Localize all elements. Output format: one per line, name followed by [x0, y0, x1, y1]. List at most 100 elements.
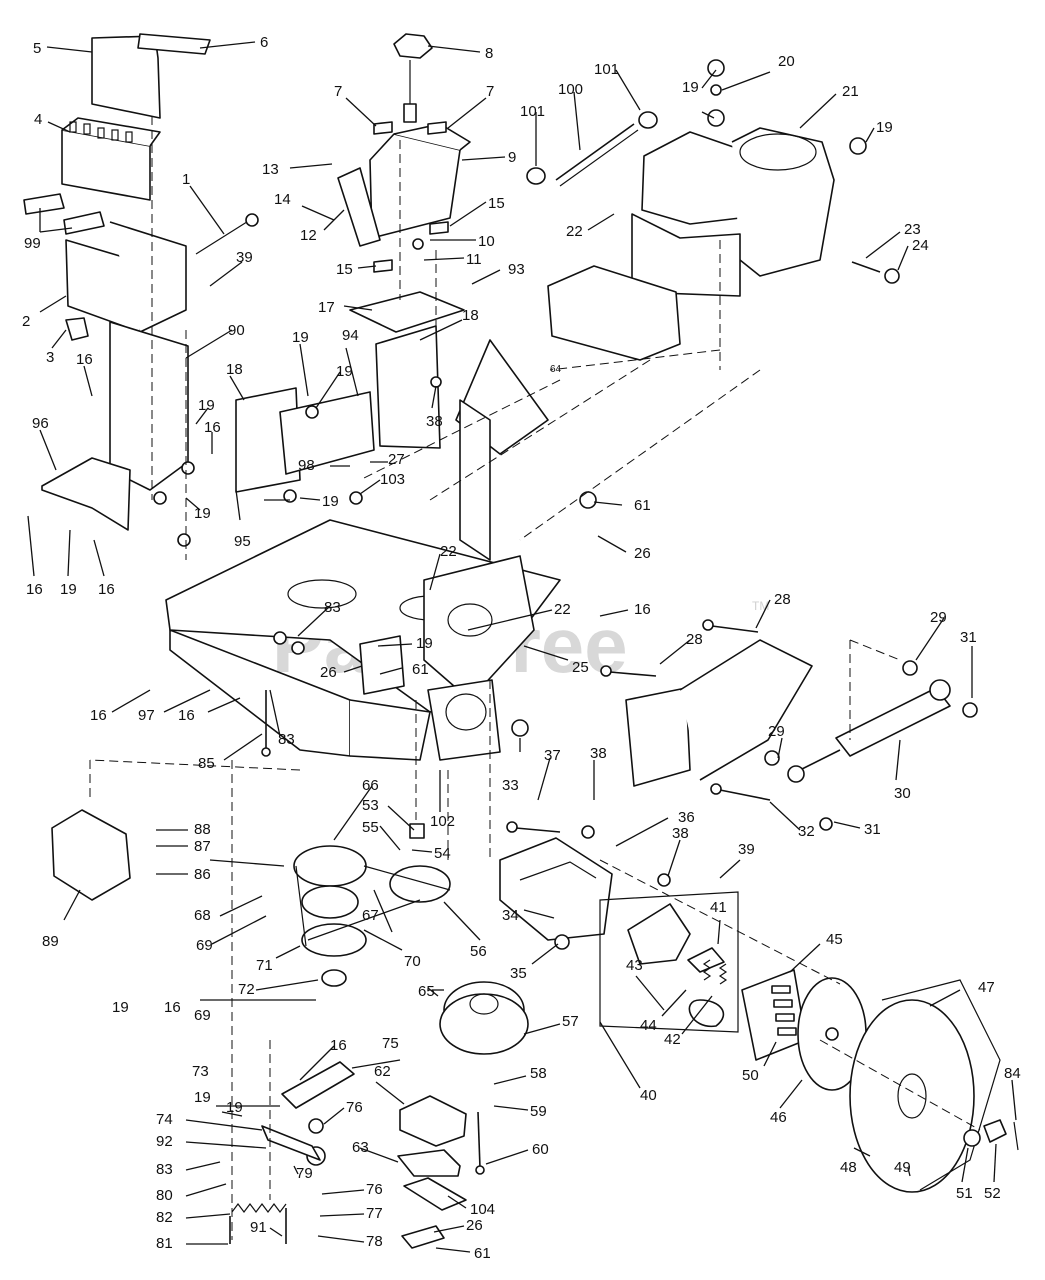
callout-99: 99 — [24, 235, 41, 252]
callout-35: 35 — [510, 965, 527, 982]
callout-63: 63 — [352, 1139, 369, 1156]
callout-16: 16 — [26, 581, 43, 598]
callout-32: 32 — [798, 823, 815, 840]
callout-3: 3 — [46, 349, 54, 366]
callout-65: 65 — [418, 983, 435, 1000]
callout-18: 18 — [226, 361, 243, 378]
callout-41: 41 — [710, 899, 727, 916]
callout-19: 19 — [336, 363, 353, 380]
callout-15: 15 — [488, 195, 505, 212]
callout-14: 14 — [274, 191, 291, 208]
callout-10: 10 — [478, 233, 495, 250]
callout-67: 67 — [362, 907, 379, 924]
callout-33: 33 — [502, 777, 519, 794]
callout-97: 97 — [138, 707, 155, 724]
callout-19: 19 — [60, 581, 77, 598]
callout-19: 19 — [198, 397, 215, 414]
callout-45: 45 — [826, 931, 843, 948]
callout-19: 19 — [876, 119, 893, 136]
callout-1: 1 — [182, 171, 190, 188]
callout-101: 101 — [520, 103, 545, 120]
callout-19: 19 — [194, 505, 211, 522]
callout-76: 76 — [366, 1181, 383, 1198]
callout-73: 73 — [192, 1063, 209, 1080]
callout-16: 16 — [76, 351, 93, 368]
callout-69: 69 — [196, 937, 213, 954]
callout-61: 61 — [634, 497, 651, 514]
callout-51: 51 — [956, 1185, 973, 1202]
callout-68: 68 — [194, 907, 211, 924]
callout-86: 86 — [194, 866, 211, 883]
callout-75: 75 — [382, 1035, 399, 1052]
callout-15: 15 — [336, 261, 353, 278]
callout-95: 95 — [234, 533, 251, 550]
part-drawings — [23, 33, 1019, 1249]
callout-83: 83 — [324, 599, 341, 616]
callout-16: 16 — [90, 707, 107, 724]
callout-16: 16 — [98, 581, 115, 598]
callout-12: 12 — [300, 227, 317, 244]
callout-19: 19 — [292, 329, 309, 346]
callout-53: 53 — [362, 797, 379, 814]
callout-91: 91 — [250, 1219, 267, 1236]
callout-19: 19 — [112, 999, 129, 1016]
callout-2: 2 — [22, 313, 30, 330]
callout-64: 64 — [550, 364, 562, 375]
callout-19: 19 — [194, 1089, 211, 1106]
callout-16: 16 — [330, 1037, 347, 1054]
callout-62: 62 — [374, 1063, 391, 1080]
callout-52: 52 — [984, 1185, 1001, 1202]
callout-19: 19 — [416, 635, 433, 652]
callout-55: 55 — [362, 819, 379, 836]
callout-9: 9 — [508, 149, 516, 166]
callout-7: 7 — [486, 83, 494, 100]
callout-36: 36 — [678, 809, 695, 826]
callout-19: 19 — [682, 79, 699, 96]
callout-58: 58 — [530, 1065, 547, 1082]
callout-16: 16 — [634, 601, 651, 618]
callout-47: 47 — [978, 979, 995, 996]
callout-8: 8 — [485, 45, 493, 62]
callout-98: 98 — [298, 457, 315, 474]
callout-27: 27 — [388, 451, 405, 468]
callout-46: 46 — [770, 1109, 787, 1126]
callout-83: 83 — [156, 1161, 173, 1178]
callout-13: 13 — [262, 161, 279, 178]
callout-96: 96 — [32, 415, 49, 432]
callout-71: 71 — [256, 957, 273, 974]
callout-78: 78 — [366, 1233, 383, 1250]
callout-66: 66 — [362, 777, 379, 794]
callout-87: 87 — [194, 838, 211, 855]
callout-42: 42 — [664, 1031, 681, 1048]
callout-29: 29 — [930, 609, 947, 626]
callout-16: 16 — [204, 419, 221, 436]
callout-89: 89 — [42, 933, 59, 950]
callout-88: 88 — [194, 821, 211, 838]
callout-82: 82 — [156, 1209, 173, 1226]
callout-38: 38 — [672, 825, 689, 842]
callout-79: 79 — [296, 1165, 313, 1182]
callout-40: 40 — [640, 1087, 657, 1104]
callout-93: 93 — [508, 261, 525, 278]
callout-31: 31 — [960, 629, 977, 646]
callout-16: 16 — [164, 999, 181, 1016]
callout-103: 103 — [380, 471, 405, 488]
callout-61: 61 — [412, 661, 429, 678]
callout-100: 100 — [558, 81, 583, 98]
callout-77: 77 — [366, 1205, 383, 1222]
callout-23: 23 — [904, 221, 921, 238]
callout-22: 22 — [554, 601, 571, 618]
callout-11: 11 — [466, 251, 482, 268]
callout-16: 16 — [178, 707, 195, 724]
callout-101: 101 — [594, 61, 619, 78]
callout-72: 72 — [238, 981, 255, 998]
callout-25: 25 — [572, 659, 589, 676]
callout-numbers: 5 6 8 7 7 9 4 1 13 14 12 15 10 11 15 93 … — [22, 34, 1021, 1262]
callout-61: 61 — [474, 1245, 491, 1262]
callout-59: 59 — [530, 1103, 547, 1120]
callout-85: 85 — [198, 755, 215, 772]
callout-39: 39 — [738, 841, 755, 858]
callout-90: 90 — [228, 322, 245, 339]
callout-24: 24 — [912, 237, 929, 254]
